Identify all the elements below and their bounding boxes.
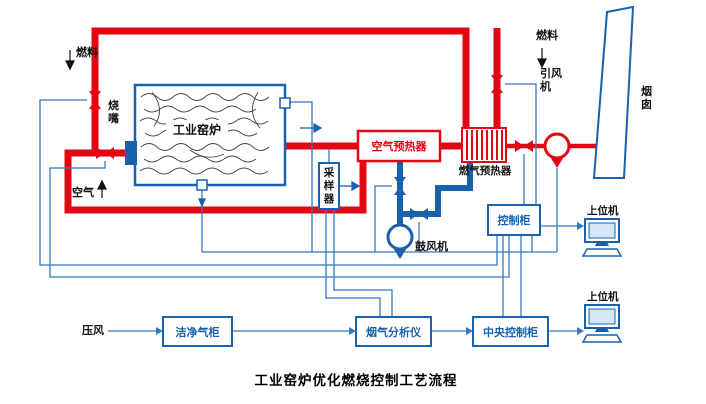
burner-label: 烧嘴	[108, 99, 119, 125]
flame-lines	[139, 91, 270, 175]
flue-gas-analyzer-box	[355, 316, 432, 347]
blower-icon	[386, 223, 414, 259]
air-preheater-box	[356, 129, 442, 163]
compressed-air-label: 压风	[82, 324, 104, 337]
fuel-left-label: 燃料	[76, 46, 98, 59]
signal-arrowheads	[156, 222, 584, 335]
clean-gas-cabinet-box	[162, 316, 233, 347]
fuel-left-valve-icon	[89, 91, 101, 109]
central-control-cabinet-box	[472, 316, 549, 347]
host-computer-upper-label: 上位机	[587, 205, 619, 217]
clean-gas-cabinet-label: 洁净气柜	[175, 325, 220, 339]
diagram-title: 工业窑炉优化燃烧控制工艺流程	[254, 373, 458, 389]
control-cabinet-box	[487, 204, 541, 236]
blower-valve-icon	[394, 177, 406, 195]
chimney-shape	[592, 5, 635, 179]
hot-air-return-pipe	[64, 149, 367, 214]
induced-draft-fan-icon	[543, 132, 571, 168]
sampler-box	[318, 162, 340, 210]
gas-preheater-label: 燃气预热器	[458, 165, 512, 177]
gas-preheater-box	[461, 127, 507, 163]
air-preheater-label: 空气预热器	[371, 140, 427, 153]
burner-air-valve-icon	[96, 147, 114, 159]
air-label: 空气	[72, 186, 94, 199]
valves	[89, 75, 533, 220]
flue-valve-icon	[515, 140, 533, 152]
burner-port	[125, 141, 137, 165]
furnace-top-sensor	[279, 97, 291, 109]
induced-draft-fan-label: 引风机	[540, 67, 562, 93]
sampler-label: 采样器	[323, 167, 335, 205]
fuel-right-valve-icon	[491, 75, 503, 93]
central-control-cabinet-label: 中央控制柜	[483, 325, 538, 339]
air-branch-valve-icon	[410, 208, 428, 220]
control-cabinet-label: 控制柜	[497, 214, 531, 227]
furnace-bottom-sensor	[196, 179, 208, 191]
host-computer-lower-icon	[581, 304, 623, 343]
furnace-label: 工业窑炉	[166, 120, 228, 138]
host-computer-lower-label: 上位机	[587, 291, 619, 303]
chimney-label: 烟囱	[641, 85, 652, 111]
flue-gas-analyzer-label: 烟气分析仪	[366, 325, 421, 339]
host-computer-upper-icon	[581, 218, 623, 257]
blower-label: 鼓风机	[415, 240, 448, 253]
fuel-right-label: 燃料	[536, 29, 558, 42]
flow-arrows	[65, 48, 547, 208]
